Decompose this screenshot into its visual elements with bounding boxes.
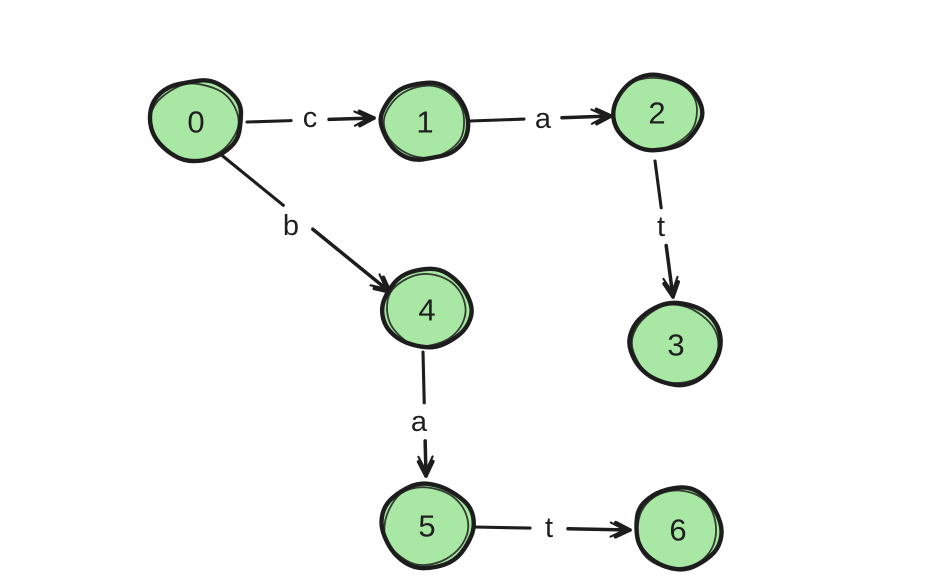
edge-line [468, 117, 526, 123]
node-circle [379, 266, 474, 350]
edge-label: a [535, 103, 552, 135]
node-6: 6 [634, 485, 724, 572]
node-circle-sketch-line [382, 84, 465, 159]
node-circle-sketch-line [636, 489, 717, 570]
edge-line [217, 151, 285, 207]
arrowhead-icon [417, 455, 434, 473]
arrowhead-icon [662, 275, 679, 294]
arrowhead-icon [590, 108, 608, 125]
node-1: 1 [378, 80, 471, 162]
node-circle [627, 300, 723, 388]
node-circle-sketch-line [630, 303, 720, 384]
node-label: 4 [418, 293, 435, 328]
edge-label: a [411, 406, 428, 438]
edge-line [421, 350, 426, 405]
node-circle-sketch-line [149, 82, 240, 162]
edge-5-6: t [472, 512, 632, 544]
edge-line [311, 227, 392, 294]
edge-line [653, 159, 663, 210]
node-circle-sketch-line [383, 486, 470, 566]
node-label: 1 [416, 105, 433, 140]
edge-2-3: t [653, 159, 680, 299]
arrowhead-icon [609, 521, 627, 538]
edge-1-2: a [468, 103, 613, 135]
node-circle-sketch-line [612, 76, 698, 151]
edge-line [560, 114, 613, 120]
arrowhead-icon [662, 280, 680, 299]
edge-label: t [657, 211, 665, 243]
edge-line [245, 119, 293, 124]
node-4: 4 [379, 266, 474, 350]
edge-label: c [303, 102, 318, 134]
arrowhead-icon [369, 273, 388, 290]
arrowhead-icon [594, 107, 613, 126]
node-circle-sketch-line [386, 273, 467, 348]
node-0: 0 [147, 78, 244, 164]
edge-0-4: b [217, 151, 392, 294]
edge-line [566, 527, 632, 532]
node-2: 2 [611, 72, 705, 153]
node-label: 5 [418, 509, 435, 544]
arrowhead-icon [416, 459, 435, 478]
node-circle [634, 485, 724, 572]
node-label: 3 [667, 328, 684, 363]
node-5: 5 [379, 481, 476, 571]
node-circle [378, 80, 471, 162]
edge-label: b [283, 210, 299, 242]
node-label: 2 [648, 96, 665, 131]
edge-4-5: a [411, 350, 435, 478]
node-label: 0 [187, 105, 204, 140]
node-label: 6 [669, 513, 686, 548]
arrowhead-icon [613, 520, 632, 539]
edge-line [327, 116, 376, 122]
arrowhead-icon [353, 110, 371, 127]
edge-line [472, 525, 532, 530]
arrowhead-icon [357, 109, 376, 128]
edge-line [664, 243, 675, 299]
edge-0-1: c [245, 102, 376, 134]
edge-label: t [545, 512, 553, 544]
node-3: 3 [627, 300, 723, 388]
